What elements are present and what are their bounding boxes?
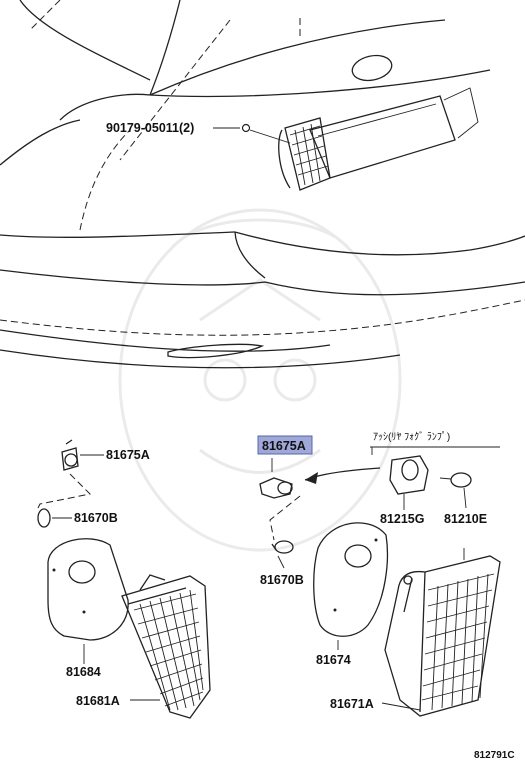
lamp-assy-note: ｱｯｼ(ﾘﾔ ﾌｫｸﾞ ﾗﾝﾌﾟ) — [370, 431, 500, 455]
highlight-box — [257, 435, 313, 455]
label-lamp-assy-socket: 81215G — [380, 512, 424, 526]
lamp-left: 81681A — [76, 574, 211, 719]
label-gasket-right: 81674 — [316, 653, 351, 667]
socket-right: 81215G — [380, 455, 429, 526]
car-body-outline — [0, 0, 525, 369]
label-bulb-left: 81670B — [74, 511, 118, 525]
bolt-callout: 90179-05011(2) — [106, 121, 291, 144]
label-lamp-assy-bulb: 81210E — [444, 512, 487, 526]
watermark — [118, 208, 402, 552]
label-bolt: 90179-05011(2) — [106, 121, 194, 135]
label-assy-note: ｱｯｼ(ﾘﾔ ﾌｫｸﾞ ﾗﾝﾌﾟ) — [373, 431, 450, 443]
gasket-right: 81674 — [313, 522, 389, 667]
leader-dash-center — [269, 495, 301, 541]
label-gasket-left: 81684 — [66, 665, 101, 679]
bulb-right: 81210E — [439, 472, 487, 526]
leader-dash-left — [37, 473, 92, 509]
label-lamp-left: 81681A — [76, 694, 120, 708]
upper-fog-lamp — [278, 117, 331, 191]
socket-left: 81675A — [61, 439, 150, 471]
label-lamp-right: 81671A — [330, 697, 374, 711]
arrow-head-icon — [305, 472, 318, 484]
label-bulb-center: 81670B — [260, 573, 304, 587]
label-socket-left: 81675A — [106, 448, 150, 462]
label-socket-center: 81675A — [262, 439, 306, 453]
lamp-right: 81671A — [330, 548, 501, 717]
bulb-left: 81670B — [37, 508, 118, 528]
socket-center-highlighted: 81675A — [257, 435, 313, 499]
label-figure-code: 812791C — [474, 750, 515, 761]
gasket-left: 81684 — [47, 538, 129, 679]
bulb-center: 81670B — [260, 540, 304, 587]
bolt-icon — [241, 123, 251, 133]
